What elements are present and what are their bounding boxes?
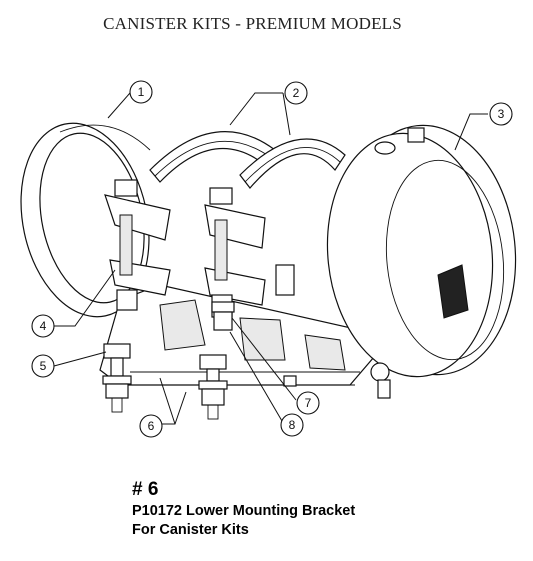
svg-text:6: 6 (148, 419, 155, 433)
leader-lines (53, 92, 488, 425)
callout-6: 6 (139, 414, 163, 438)
svg-text:5: 5 (40, 359, 47, 373)
callout-3: 3 (489, 102, 513, 126)
callout-4: 4 (31, 314, 55, 338)
svg-text:1: 1 (138, 85, 145, 99)
lower-mounting-bracket (99, 284, 381, 386)
callout-1: 1 (129, 80, 153, 104)
part-name: P10172 Lower Mounting Bracket (132, 503, 356, 519)
bolt-part-6 (198, 354, 228, 420)
part-number-label: # 6 (132, 479, 159, 500)
svg-text:8: 8 (289, 418, 296, 432)
svg-text:2: 2 (293, 86, 300, 100)
callout-5: 5 (31, 354, 55, 378)
part-caption: # 6 P10172 Lower Mounting Bracket For Ca… (132, 478, 355, 540)
clamp-band-part-2b (239, 138, 346, 189)
bolt-part-5 (102, 343, 132, 413)
clamp-block-left (104, 179, 171, 311)
callout-8: 8 (280, 413, 304, 437)
svg-text:4: 4 (40, 319, 47, 333)
clamp-block-right (204, 187, 295, 318)
canister-cover-part-3 (326, 124, 517, 399)
svg-text:7: 7 (305, 396, 312, 410)
page-title: CANISTER KITS - PREMIUM MODELS (103, 14, 402, 33)
nut-part-7-8 (211, 301, 297, 387)
callout-7: 7 (296, 391, 320, 415)
exploded-parts-diagram: 1 2 3 4 5 6 7 8 (20, 80, 517, 438)
callout-2: 2 (284, 81, 308, 105)
svg-text:3: 3 (498, 107, 505, 121)
part-description: For Canister Kits (132, 522, 249, 538)
